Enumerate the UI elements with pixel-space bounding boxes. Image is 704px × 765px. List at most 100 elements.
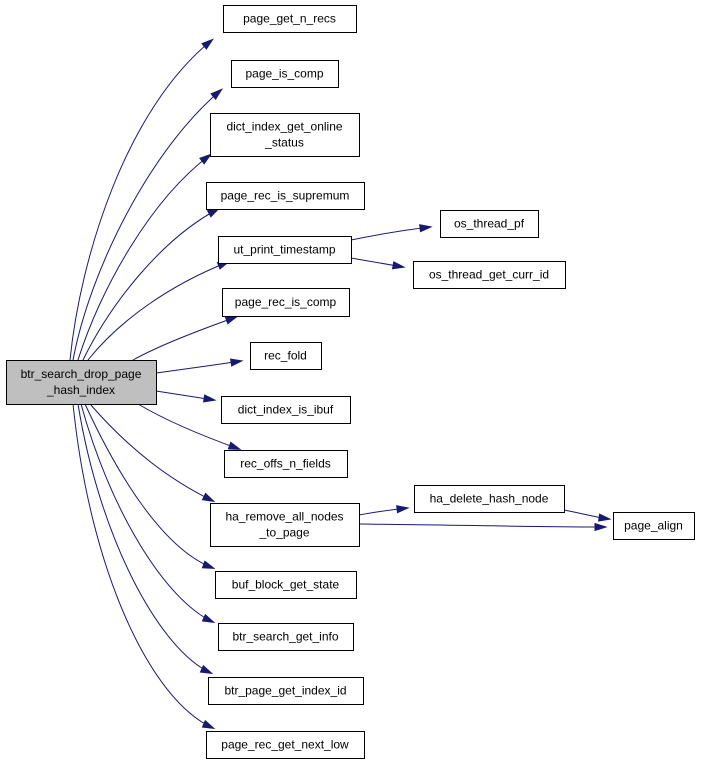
edge-line bbox=[84, 403, 214, 569]
node-box[interactable] bbox=[414, 485, 565, 513]
nodes-layer: btr_search_drop_page _hash_index page_get_… bbox=[6, 5, 695, 759]
arrowhead-icon bbox=[227, 441, 242, 450]
node-rec-fold[interactable]: rec_fold bbox=[250, 342, 322, 370]
arrowhead-icon bbox=[396, 505, 410, 514]
node-label: btr_page_get_index_id bbox=[224, 684, 346, 698]
node-label: rec_fold bbox=[264, 349, 307, 363]
edge-root-to-n11 bbox=[137, 403, 242, 450]
node-dict-index-get-online-status[interactable]: dict_index_get_online _status bbox=[210, 113, 360, 157]
edge-line bbox=[82, 208, 219, 361]
edge-root-to-n12 bbox=[89, 403, 216, 503]
node-label: page_rec_is_comp bbox=[235, 295, 337, 309]
edge-root-to-n3 bbox=[77, 153, 213, 361]
arrowhead-icon bbox=[229, 358, 244, 367]
node-ha-remove-all-nodes-to-page[interactable]: ha_remove_all_nodes _to_page bbox=[210, 503, 360, 547]
arrowhead-icon bbox=[210, 88, 224, 100]
edge-line bbox=[77, 154, 211, 361]
edge-root-to-n2 bbox=[72, 88, 224, 361]
arrowhead-icon bbox=[201, 613, 216, 624]
node-box[interactable] bbox=[206, 731, 365, 759]
node-label: page_get_n_recs bbox=[243, 12, 336, 26]
node-page-rec-is-comp[interactable]: page_rec_is_comp bbox=[222, 288, 350, 317]
node-label: btr_search_drop_page bbox=[21, 367, 142, 381]
node-label: dict_index_get_online bbox=[226, 120, 342, 134]
arrowhead-icon bbox=[199, 664, 214, 675]
edge-root-to-n5 bbox=[87, 261, 231, 361]
arrowhead-icon bbox=[201, 38, 215, 50]
node-label: os_thread_get_curr_id bbox=[429, 268, 549, 282]
edge-line bbox=[69, 39, 213, 361]
arrowhead-icon bbox=[201, 719, 216, 730]
node-box[interactable] bbox=[210, 503, 360, 547]
edge-n5-to-n7 bbox=[350, 257, 406, 270]
node-box[interactable] bbox=[218, 623, 354, 651]
node-label: _to_page bbox=[258, 526, 309, 540]
edge-root-to-n4 bbox=[82, 207, 221, 361]
node-box[interactable] bbox=[6, 360, 157, 405]
node-label: btr_search_get_info bbox=[232, 630, 338, 644]
node-btr-page-get-index-id[interactable]: btr_page_get_index_id bbox=[208, 677, 364, 705]
node-page-get-n-recs[interactable]: page_get_n_recs bbox=[223, 5, 357, 33]
arrowhead-icon bbox=[391, 261, 406, 270]
node-box[interactable] bbox=[231, 60, 339, 88]
node-box[interactable] bbox=[208, 677, 364, 705]
node-dict-index-is-ibuf[interactable]: dict_index_is_ibuf bbox=[221, 396, 351, 424]
node-box[interactable] bbox=[215, 571, 357, 599]
edge-root-to-n9 bbox=[155, 358, 244, 374]
arrowhead-icon bbox=[201, 560, 216, 569]
node-label: rec_offs_n_fields bbox=[240, 457, 331, 471]
edge-root-to-n15 bbox=[84, 403, 216, 569]
node-page-is-comp[interactable]: page_is_comp bbox=[231, 60, 339, 88]
node-os-thread-pf[interactable]: os_thread_pf bbox=[440, 210, 539, 238]
node-rec-offs-n-fields[interactable]: rec_offs_n_fields bbox=[224, 450, 348, 478]
node-label: buf_block_get_state bbox=[232, 578, 340, 592]
node-ha-delete-hash-node[interactable]: ha_delete_hash_node bbox=[414, 485, 565, 513]
edge-root-to-n17 bbox=[77, 403, 214, 675]
edge-line bbox=[89, 403, 214, 502]
node-label: page_align bbox=[624, 519, 683, 533]
arrowhead-icon bbox=[594, 522, 608, 532]
node-label: dict_index_is_ibuf bbox=[238, 403, 334, 417]
arrowhead-icon bbox=[202, 394, 217, 403]
edge-line bbox=[155, 360, 242, 374]
node-box[interactable] bbox=[224, 450, 348, 478]
node-box[interactable] bbox=[218, 236, 352, 264]
node-buf-block-get-state[interactable]: buf_block_get_state bbox=[215, 571, 357, 599]
edge-line bbox=[132, 316, 237, 361]
edge-root-to-n18 bbox=[72, 403, 216, 730]
edge-line bbox=[77, 403, 212, 674]
node-ut-print-timestamp[interactable]: ut_print_timestamp bbox=[218, 236, 352, 264]
node-box[interactable] bbox=[613, 512, 695, 540]
edge-root-to-n8 bbox=[132, 316, 239, 361]
node-box[interactable] bbox=[250, 342, 322, 370]
node-btr-search-get-info[interactable]: btr_search_get_info bbox=[218, 623, 354, 651]
node-label: ha_delete_hash_node bbox=[430, 492, 549, 506]
node-box[interactable] bbox=[210, 113, 360, 157]
node-btr-search-drop-page-hash-index[interactable]: btr_search_drop_page _hash_index bbox=[6, 360, 157, 405]
node-label: ha_remove_all_nodes bbox=[225, 510, 343, 524]
node-page-rec-get-next-low[interactable]: page_rec_get_next_low bbox=[206, 731, 365, 759]
node-label: ut_print_timestamp bbox=[233, 243, 335, 257]
edge-n13-to-n14 bbox=[563, 509, 612, 522]
node-box[interactable] bbox=[206, 182, 365, 210]
edge-line bbox=[87, 261, 229, 361]
node-label: _status bbox=[264, 136, 304, 150]
node-box[interactable] bbox=[413, 261, 566, 289]
edge-root-to-n10 bbox=[155, 390, 217, 403]
edge-line bbox=[350, 226, 431, 241]
edge-n5-to-n6 bbox=[350, 224, 433, 241]
node-page-rec-is-supremum[interactable]: page_rec_is_supremum bbox=[206, 182, 365, 210]
edge-line bbox=[72, 89, 222, 361]
node-box[interactable] bbox=[223, 5, 357, 33]
node-label: page_is_comp bbox=[245, 67, 323, 81]
node-box[interactable] bbox=[222, 288, 350, 317]
edge-line bbox=[72, 403, 214, 729]
edge-line bbox=[358, 523, 606, 528]
node-os-thread-get-curr-id[interactable]: os_thread_get_curr_id bbox=[413, 261, 566, 289]
node-label: _hash_index bbox=[46, 383, 115, 397]
node-label: os_thread_pf bbox=[454, 217, 525, 231]
node-page-align[interactable]: page_align bbox=[613, 512, 695, 540]
node-label: page_rec_get_next_low bbox=[221, 738, 349, 752]
node-box[interactable] bbox=[440, 210, 539, 238]
node-box[interactable] bbox=[221, 396, 351, 424]
